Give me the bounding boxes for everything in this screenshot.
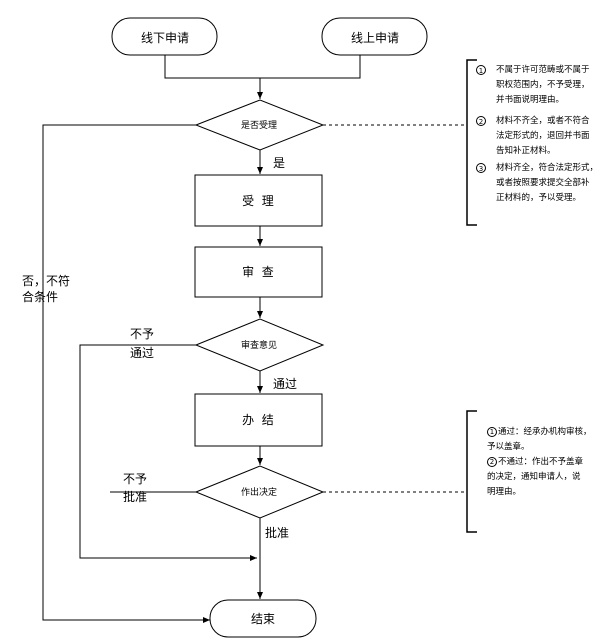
reject-path-line [42,124,210,623]
acceptance-note-bracket [466,59,477,226]
accept-decision-node [194,99,325,151]
note-line: 职权范围内，不予受理， [496,80,590,90]
make-decision-node [194,465,325,519]
decision-note-bracket [466,410,477,533]
note-line: 或者按照要求提交全部补 [496,178,590,188]
review-opinion-node [194,318,325,372]
note-line: 正材料的，予以受理。 [496,193,582,203]
offline-apply-label: 线下申请 [141,31,189,45]
end-label: 结束 [251,612,275,626]
number-badge: 2 [476,116,486,126]
note-line: 明理由。 [487,487,522,497]
review-node [194,246,323,298]
handle-label: 办 结 [242,412,274,427]
yes-label: 是 [273,156,285,170]
acceptance-note-2: 2 材料不齐全，或者不符合 法定形式的，退回并书面 告知补正材料。 [476,114,610,159]
note-line: 不属于许可范畴或不属于 [496,65,590,75]
acceptance-notes: 1 不属于许可范畴或不属于 职权范围内，不予受理， 并书面说明理由。 2 材料不… [476,63,610,206]
not-pass-path-line [79,344,257,561]
make-decision-label: 作出决定 [241,486,277,498]
online-apply-label: 线上申请 [351,31,399,45]
not-pass-label-line2: 通过 [130,346,154,360]
review-opinion-label: 审查意见 [241,339,277,351]
reject-label-line2: 合条件 [22,289,58,304]
number-badge: 1 [487,427,497,437]
end-node [209,599,317,638]
note-line: 材料齐全，符合法定形式， [496,163,599,173]
accept-decision-label: 是否受理 [241,119,277,131]
note-line: 告知补正材料。 [496,146,556,156]
accept-label: 受 理 [242,194,274,208]
accept-node [194,174,323,227]
acceptance-note-3: 3 材料齐全，符合法定形式， 或者按照要求提交全部补 正材料的，予以受理。 [476,161,610,206]
number-badge: 1 [476,65,486,75]
note-line: 的决定，通知申请人，说 [487,472,581,482]
review-label: 审 查 [242,264,274,279]
connectors [42,55,465,623]
note-line: 不通过：作出不予盖章 [498,457,584,467]
not-approve-label-line1: 不予 [123,472,147,486]
approve-label: 批准 [265,525,289,540]
handle-node [194,393,323,447]
note-line: 并书面说明理由。 [496,95,565,105]
offline-apply-node [111,17,218,56]
not-pass-label-line1: 不予 [130,327,154,341]
number-badge: 3 [476,163,486,173]
note-line: 材料不齐全，或者不符合 [496,116,590,126]
online-apply-node [321,17,428,56]
offline-connector [164,55,260,79]
number-badge: 2 [487,457,497,467]
reject-label-line1: 否，不符 [22,273,70,288]
pass-label: 通过 [273,377,297,391]
note-line: 法定形式的，退回并书面 [496,131,590,141]
acceptance-note-1: 1 不属于许可范畴或不属于 职权范围内，不予受理， 并书面说明理由。 [476,63,610,108]
note-line: 予以盖章。 [487,442,530,452]
online-connector [260,55,361,79]
note-line: 通过：经承办机构审核， [498,427,592,437]
not-approve-label-line2: 批准 [123,489,147,504]
